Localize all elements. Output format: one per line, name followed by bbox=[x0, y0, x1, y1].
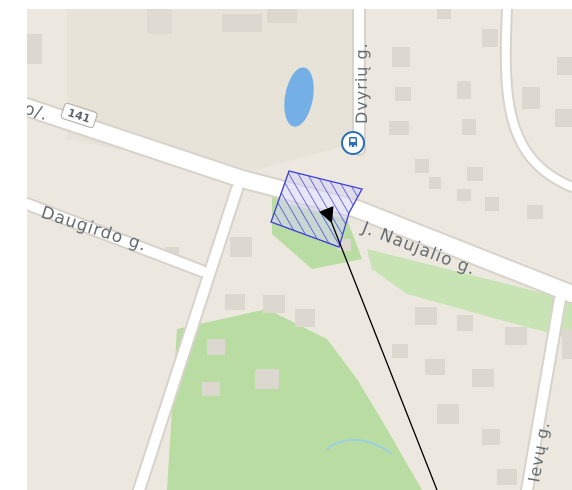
building bbox=[295, 309, 315, 327]
building bbox=[482, 429, 500, 445]
road-diagonal-south bbox=[134, 184, 242, 490]
building bbox=[389, 121, 409, 135]
building bbox=[415, 307, 437, 325]
pond bbox=[284, 67, 314, 127]
building bbox=[557, 57, 572, 75]
building bbox=[467, 167, 483, 181]
building bbox=[457, 81, 471, 99]
building bbox=[437, 404, 459, 424]
building bbox=[482, 29, 498, 47]
building bbox=[255, 369, 279, 389]
building bbox=[392, 344, 408, 358]
building bbox=[267, 9, 297, 23]
building bbox=[497, 469, 517, 485]
building bbox=[395, 87, 411, 101]
road-daugirdo bbox=[27, 199, 207, 276]
building bbox=[485, 197, 499, 211]
road-ievu bbox=[522, 294, 565, 490]
building bbox=[472, 369, 494, 387]
bus-stop-icon[interactable] bbox=[341, 131, 365, 155]
building bbox=[230, 237, 252, 257]
building bbox=[462, 119, 476, 135]
street-label-dvyriu: Dvyrių g. bbox=[352, 42, 371, 124]
park-stream bbox=[326, 438, 393, 455]
route-shield: 141 bbox=[60, 102, 98, 129]
building bbox=[425, 359, 445, 375]
highlighted-parcel[interactable] bbox=[270, 170, 363, 248]
road-north-east bbox=[501, 9, 572, 191]
street-label-partial-left: o/. bbox=[27, 99, 51, 126]
map-canvas[interactable]: o/. 141 Dvyrių g. Daugirdo g. J. Naujali… bbox=[27, 9, 572, 490]
building bbox=[429, 177, 441, 189]
building bbox=[27, 34, 42, 64]
park-area-south bbox=[167, 309, 422, 490]
building bbox=[505, 327, 527, 345]
block-north bbox=[67, 9, 352, 174]
building bbox=[147, 9, 172, 34]
map-view[interactable]: o/. 141 Dvyrių g. Daugirdo g. J. Naujali… bbox=[27, 9, 572, 490]
building bbox=[522, 87, 540, 109]
building bbox=[555, 109, 572, 127]
building bbox=[263, 295, 285, 313]
building bbox=[457, 189, 471, 201]
pointer-arrow bbox=[318, 206, 438, 490]
building bbox=[392, 47, 410, 67]
building bbox=[222, 14, 262, 32]
building bbox=[457, 315, 473, 331]
roads bbox=[27, 9, 572, 490]
building bbox=[225, 294, 245, 310]
building bbox=[527, 205, 543, 219]
building bbox=[415, 159, 429, 173]
building bbox=[207, 339, 225, 355]
building bbox=[202, 382, 220, 396]
building bbox=[437, 9, 451, 19]
building bbox=[562, 329, 572, 359]
park-area-east bbox=[367, 249, 572, 339]
